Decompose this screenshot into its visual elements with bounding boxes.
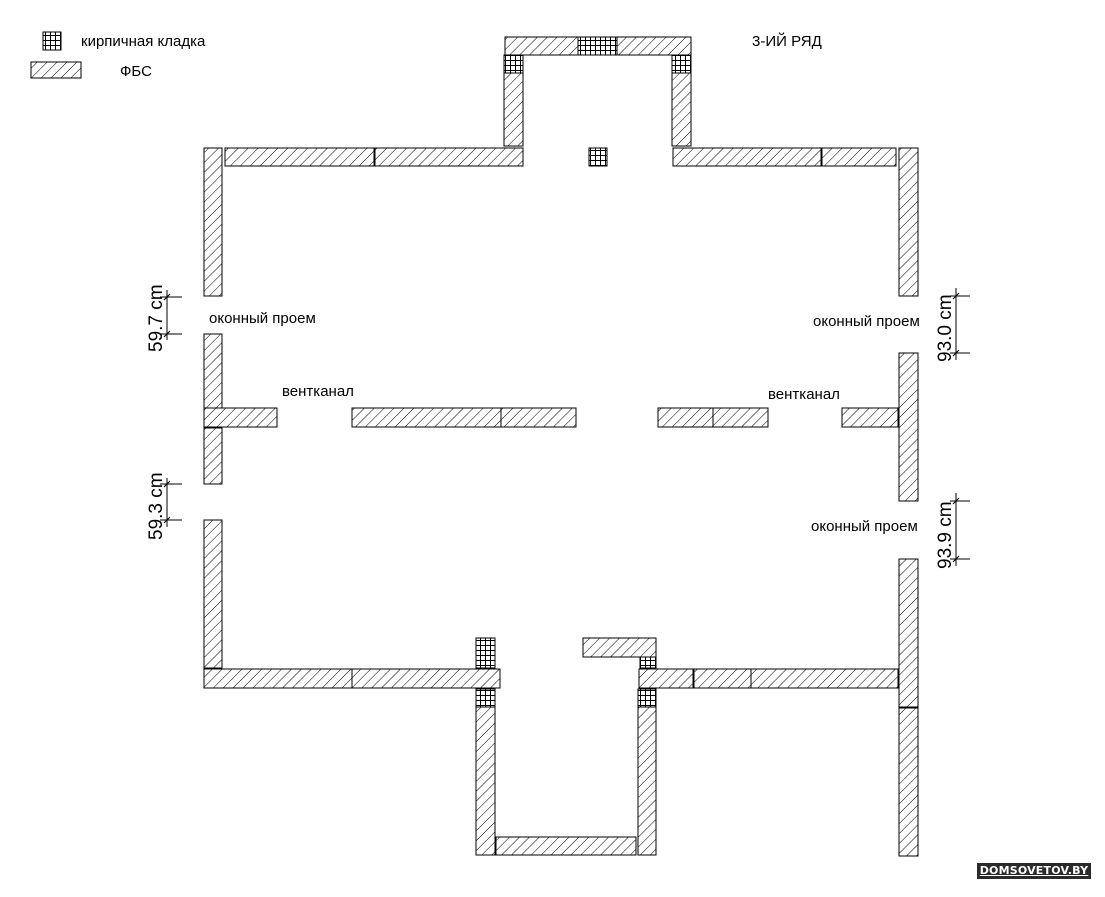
fbs-block: [500, 407, 577, 428]
fbs-block: [504, 36, 579, 56]
vent-channel-right-label: вентканал: [768, 386, 840, 403]
fbs-block: [657, 407, 714, 428]
fbs-block: [203, 407, 278, 428]
fbs-block: [351, 668, 501, 689]
brick-block: [475, 688, 496, 708]
fbs-block: [821, 147, 897, 167]
fbs-walls: [203, 36, 919, 857]
fbs-block: [898, 707, 919, 857]
fbs-block: [672, 147, 822, 167]
dimension-right-top-value: 93.0 cm: [935, 294, 956, 362]
fbs-block: [712, 407, 769, 428]
fbs-block: [898, 558, 919, 708]
legend: кирпичная кладка ФБС: [30, 31, 206, 80]
fbs-block: [898, 147, 919, 297]
fbs-block: [693, 668, 752, 689]
fbs-block: [898, 352, 919, 502]
brick-block: [588, 147, 608, 167]
plan-title: 3-ИЙ РЯД: [752, 32, 822, 50]
dimension-right-bottom: [950, 493, 970, 566]
fbs-block: [203, 519, 223, 669]
fbs-block: [495, 836, 637, 856]
fbs-block: [374, 147, 524, 167]
fbs-block: [671, 72, 692, 147]
fbs-block: [224, 147, 375, 167]
fbs-legend-icon: [30, 61, 82, 79]
brick-legend-icon: [42, 31, 62, 51]
fbs-block: [475, 706, 496, 856]
fbs-block: [203, 147, 223, 297]
dimension-left-top-value: 59.7 cm: [146, 284, 167, 352]
legend-brick-label: кирпичная кладка: [81, 33, 206, 50]
brick-block: [577, 36, 618, 56]
legend-fbs-label: ФБС: [120, 63, 152, 80]
window-opening-left-label: оконный проем: [209, 310, 316, 327]
window-opening-right-top-label: оконный проем: [813, 313, 920, 330]
fbs-block: [638, 668, 694, 689]
fbs-block: [203, 333, 223, 409]
brick-block: [637, 688, 657, 708]
brick-block: [671, 54, 692, 74]
window-opening-right-bottom-label: оконный проем: [811, 518, 918, 535]
fbs-block: [503, 72, 524, 147]
vent-channel-left-label: вентканал: [282, 383, 354, 400]
brick-masonry: [475, 36, 692, 708]
dimension-right-top: [950, 288, 970, 360]
fbs-block: [203, 668, 353, 689]
fbs-block: [637, 706, 657, 856]
dimension-right-bottom-value: 93.9 cm: [935, 501, 956, 569]
fbs-block: [203, 427, 223, 485]
fbs-block: [841, 407, 899, 428]
dimension-left-bottom: [160, 478, 182, 527]
dimension-left-bottom-value: 59.3 cm: [146, 472, 167, 540]
brick-block: [639, 656, 657, 669]
brick-block: [475, 637, 496, 669]
fbs-block: [750, 668, 899, 689]
brick-block: [503, 54, 524, 74]
watermark[interactable]: DOMSOVETOV.BY: [977, 863, 1091, 879]
dimension-left-top: [160, 290, 182, 340]
fbs-block: [351, 407, 502, 428]
fbs-block: [616, 36, 692, 56]
